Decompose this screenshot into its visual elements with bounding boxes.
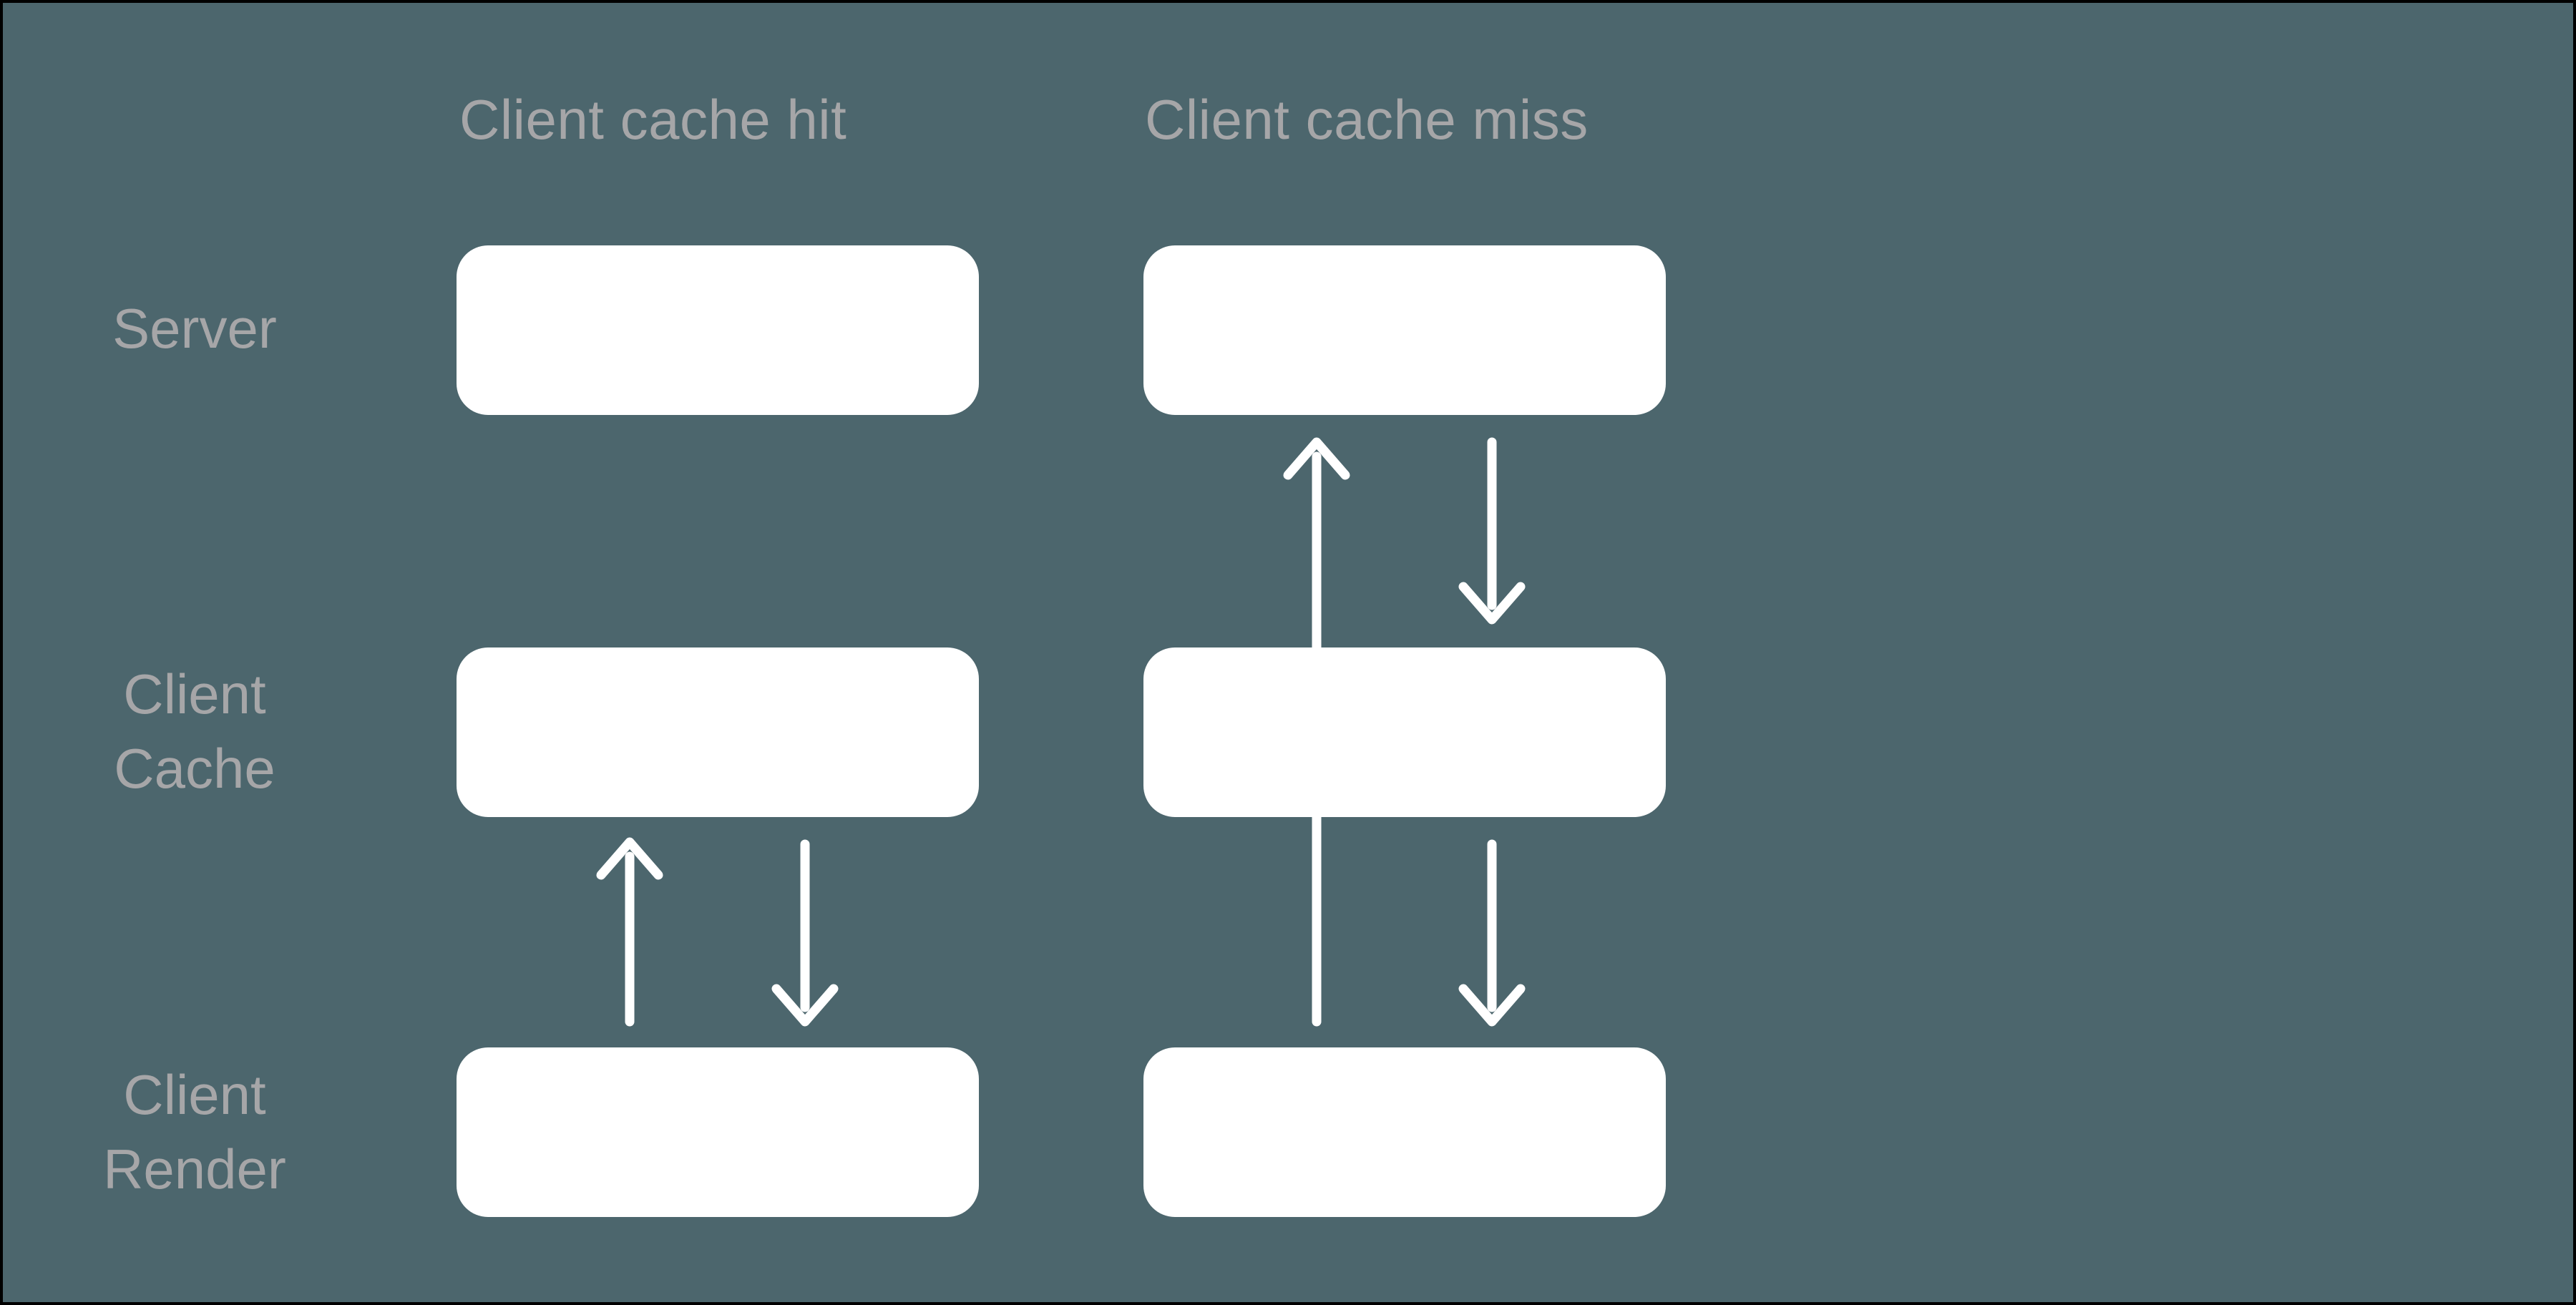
arrow-hit-request-render-to-cache	[596, 837, 663, 1027]
row-label-server: Server	[112, 297, 277, 360]
box-server-hit	[457, 245, 979, 415]
arrow-miss-response-server-to-cache	[1458, 437, 1526, 625]
column-title-client-cache-miss: Client cache miss	[1145, 88, 1589, 151]
arrow-hit-response-cache-to-render	[771, 839, 839, 1027]
box-client-cache-miss	[1143, 647, 1666, 817]
box-client-cache-hit	[457, 647, 979, 817]
arrow-miss-response-cache-to-render	[1458, 839, 1526, 1027]
box-server-miss	[1143, 245, 1666, 415]
row-label-client-cache: Client Cache	[114, 663, 275, 800]
box-client-render-hit	[457, 1047, 979, 1217]
row-label-client-render: Client Render	[103, 1063, 286, 1201]
column-title-client-cache-hit: Client cache hit	[459, 88, 847, 151]
box-client-render-miss	[1143, 1047, 1666, 1217]
